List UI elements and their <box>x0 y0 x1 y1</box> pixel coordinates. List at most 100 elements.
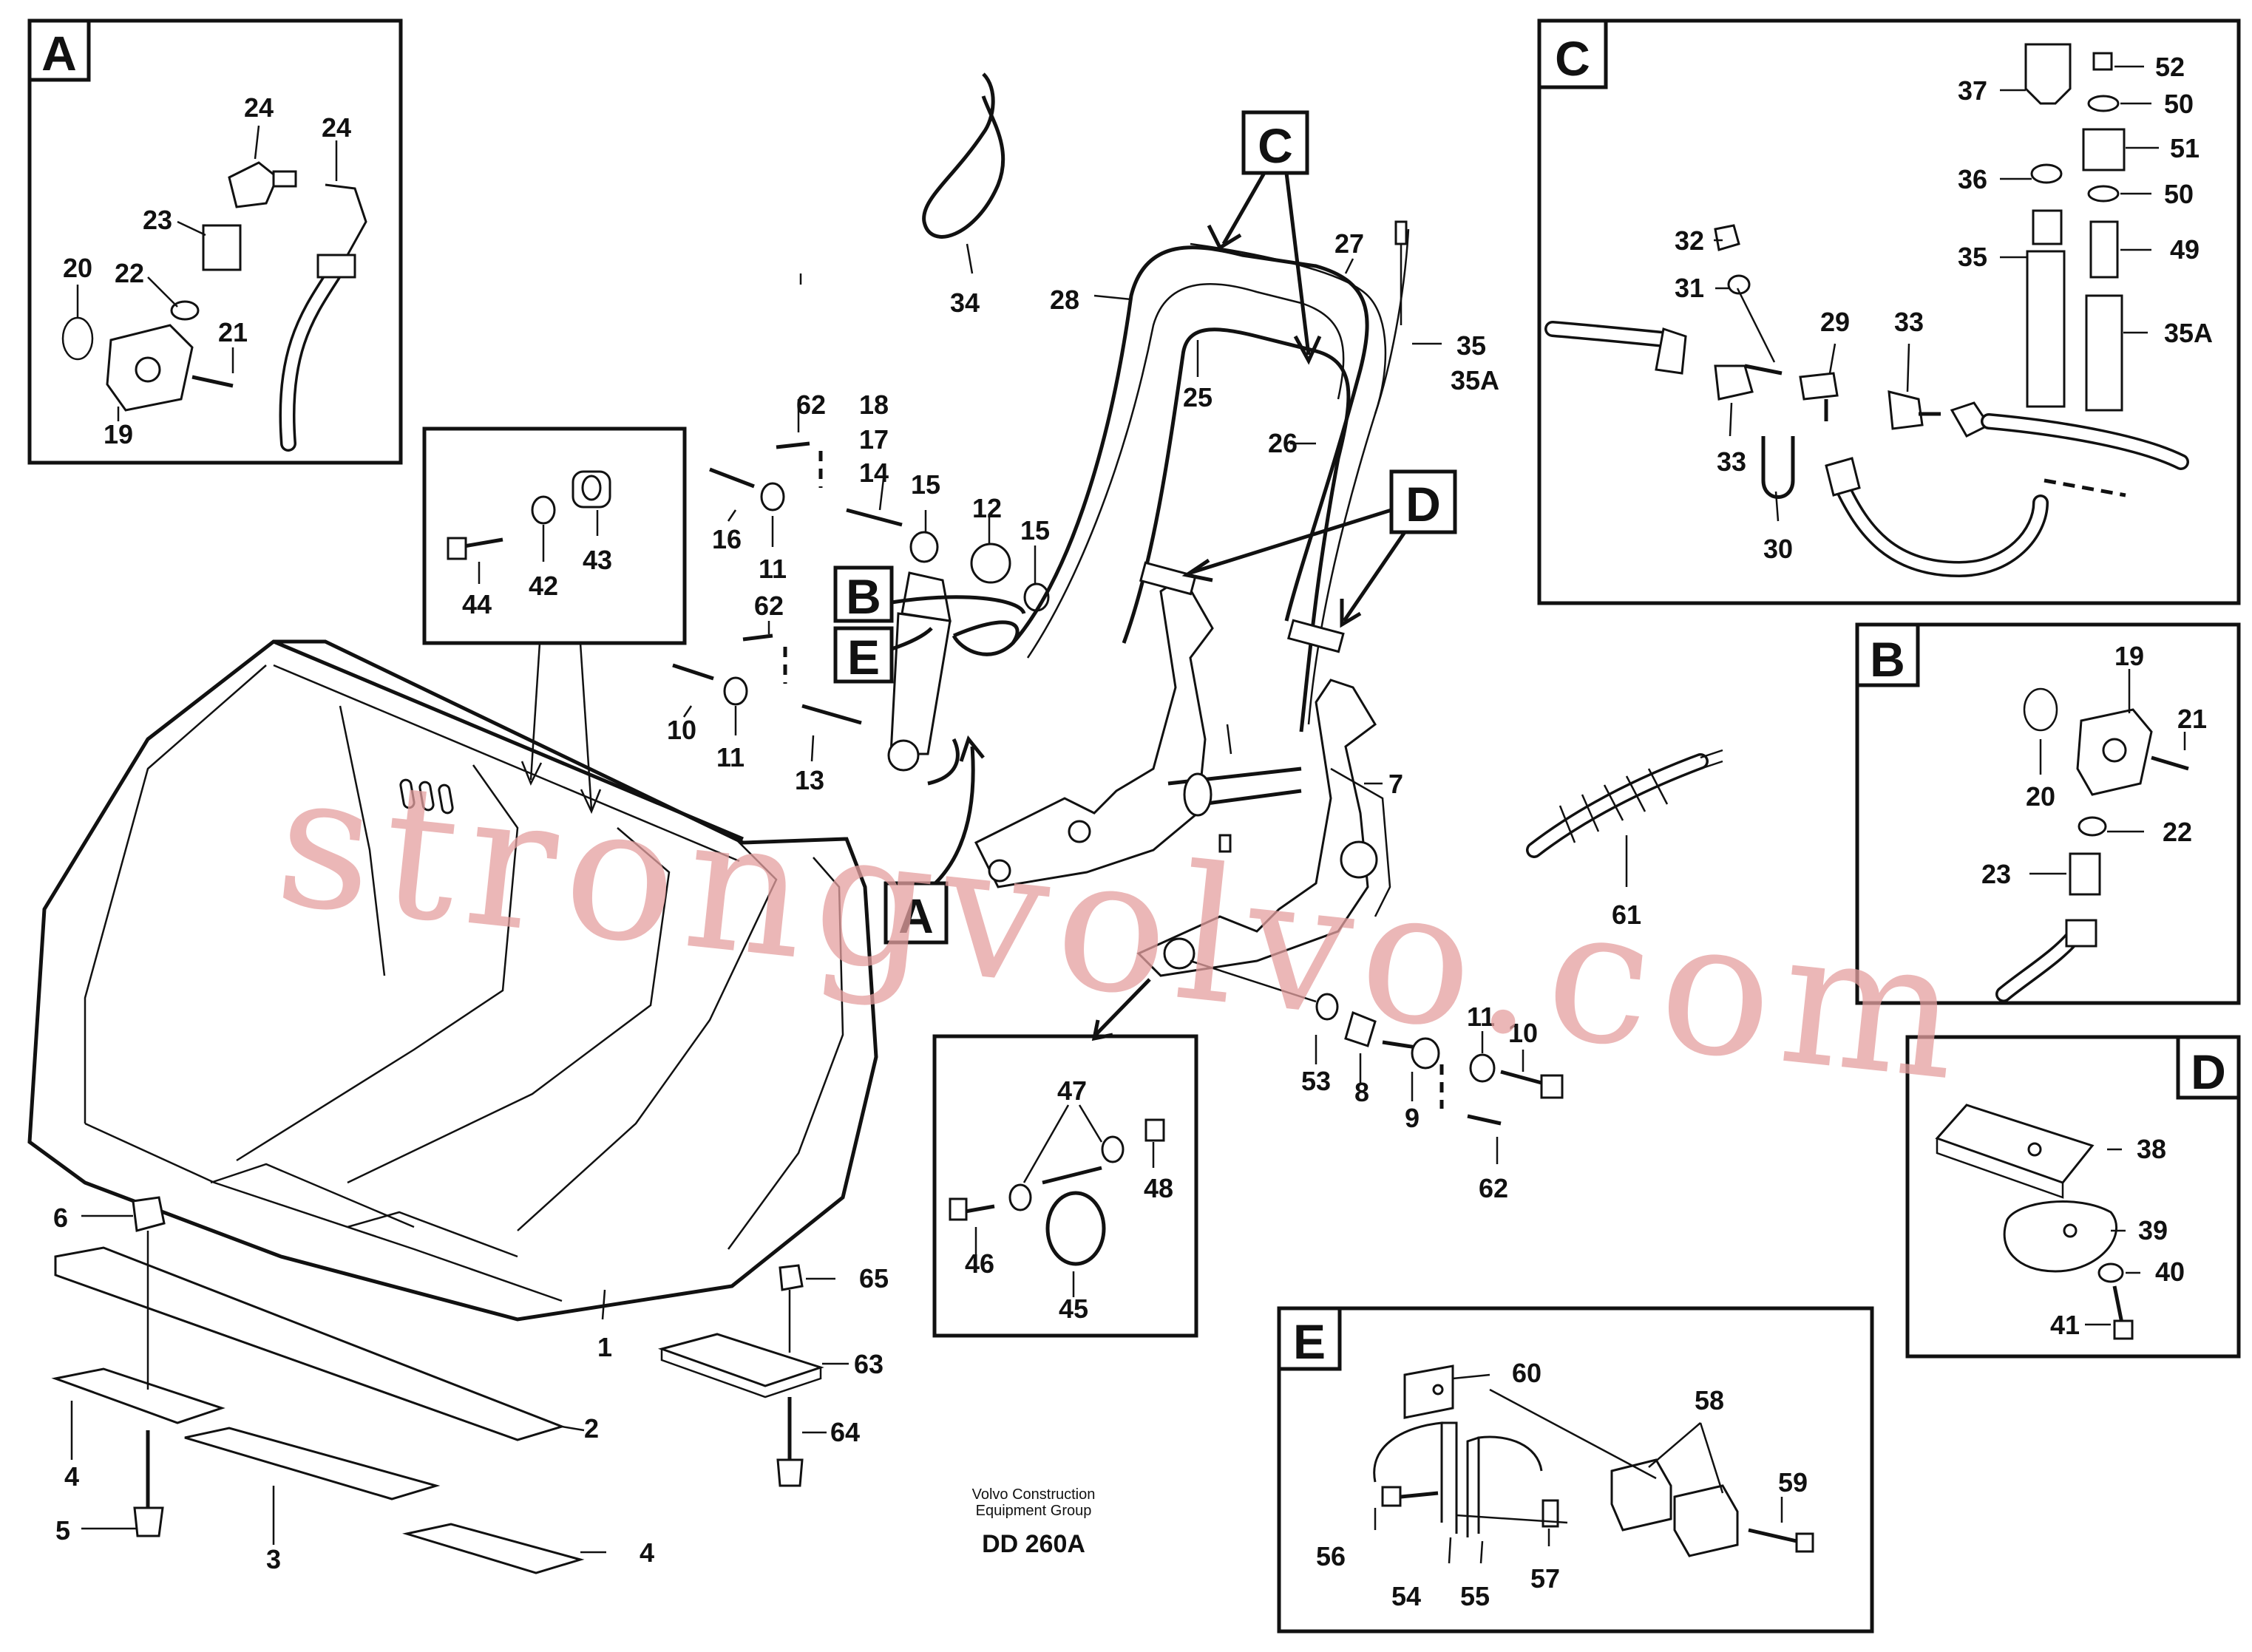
detail-box-b-letter: B <box>1870 632 1905 687</box>
detail-box-c-letter: C <box>1555 31 1590 86</box>
part-number-44: 44 <box>462 589 492 619</box>
part-number-33: 33 <box>1894 307 1924 337</box>
bolt-icon <box>1467 1114 1502 1126</box>
part-number-29: 29 <box>1820 307 1850 337</box>
part-number-42: 42 <box>529 571 558 601</box>
washer-icon <box>1469 1053 1496 1083</box>
clamp-half-icon <box>1373 1421 1458 1534</box>
cable-tie: 34 <box>922 72 1005 318</box>
part-number-47: 47 <box>1057 1075 1087 1106</box>
part-number-35a: 35A <box>2164 318 2213 348</box>
part-number-33: 33 <box>1717 446 1746 477</box>
washer-icon <box>170 300 200 321</box>
part-number-3: 3 <box>266 1544 281 1574</box>
cutting-edge-parts: 6 2 4 5 3 4 <box>51 1196 654 1574</box>
part-number-51: 51 <box>2170 133 2200 163</box>
hose-28-icon <box>1011 245 1369 645</box>
part-number-45: 45 <box>1059 1294 1088 1324</box>
detail-box-d-letter: D <box>2191 1044 2226 1099</box>
part-number-48: 48 <box>1144 1173 1173 1203</box>
part-number-36: 36 <box>1958 164 1987 194</box>
washer-icon <box>1315 993 1339 1021</box>
detail-box-d: D 38 39 40 41 <box>1905 1035 2241 1359</box>
washer-icon <box>2097 1262 2124 1283</box>
part-number-35a: 35A <box>1451 365 1499 395</box>
part-number-15: 15 <box>911 469 940 500</box>
cutting-edge-icon <box>54 1246 566 1441</box>
detail-box-a-letter: A <box>41 26 77 81</box>
pad-icon <box>1286 619 1345 653</box>
part-number-64: 64 <box>830 1417 860 1447</box>
clamp-half-icon <box>1466 1435 1543 1537</box>
detail-box-e: E 60 58 59 56 54 55 57 <box>1277 1306 1874 1634</box>
part-number-35: 35 <box>1456 330 1486 361</box>
edge-segment-icon <box>402 1523 585 1574</box>
part-number-38: 38 <box>2137 1134 2166 1164</box>
detail-box-b: B 19 21 20 22 23 <box>1855 622 2241 1005</box>
part-number-41: 41 <box>2050 1310 2080 1340</box>
part-number-54: 54 <box>1391 1581 1421 1611</box>
part-number-11: 11 <box>759 554 787 584</box>
coupler-plate-right-icon <box>1136 679 1377 977</box>
part-number-58: 58 <box>1695 1385 1724 1415</box>
bolt-icon <box>709 467 755 489</box>
sleeve-icon <box>2082 128 2126 171</box>
drawing-code: DD 260A <box>982 1530 1085 1558</box>
part-number-60: 60 <box>1512 1358 1542 1388</box>
part-number-50: 50 <box>2164 89 2194 119</box>
part-number-55: 55 <box>1460 1581 1490 1611</box>
elbow-adapter-icon <box>228 161 279 208</box>
part-number-37: 37 <box>1958 75 1987 106</box>
part-number-4: 4 <box>640 1537 654 1568</box>
detail-box-clamp: 47 46 45 48 <box>932 978 1198 1338</box>
plug-icon <box>2092 52 2113 71</box>
coupling-icon <box>2024 43 2072 105</box>
washer-icon <box>531 495 556 525</box>
part-number-21: 21 <box>218 317 248 347</box>
part-number-63: 63 <box>854 1349 883 1379</box>
wear-plate-parts: 65 63 64 <box>657 1263 889 1487</box>
bushing-icon <box>970 543 1011 584</box>
part-number-22: 22 <box>115 258 144 288</box>
part-number-21: 21 <box>2177 704 2207 734</box>
cylinder-assembly: 62 18 17 14 15 12 15 16 11 62 10 11 13 <box>667 273 1050 795</box>
part-number-23: 23 <box>1981 859 2011 889</box>
part-number-10: 10 <box>667 715 696 745</box>
ref-label-c: C <box>1258 118 1293 173</box>
hose-25-icon <box>1122 327 1351 732</box>
nipple-icon <box>2089 220 2119 279</box>
ref-label-e: E <box>847 630 880 684</box>
part-number-53: 53 <box>1301 1066 1331 1096</box>
part-number-62: 62 <box>796 390 826 420</box>
part-number-15: 15 <box>1020 515 1050 545</box>
screw-icon <box>2151 755 2189 771</box>
adapter-icon <box>1888 390 1924 430</box>
slot-icon <box>418 781 435 812</box>
washer-icon <box>1008 1183 1032 1211</box>
part-number-7: 7 <box>1388 769 1403 799</box>
part-number-14: 14 <box>859 458 889 488</box>
clamp-ring-icon <box>1045 1191 1106 1266</box>
part-number-35: 35 <box>1958 242 1987 272</box>
part-number-49: 49 <box>2170 234 2200 265</box>
bolt-icon <box>742 633 773 642</box>
part-number-27: 27 <box>1334 228 1364 259</box>
wear-plate-icon <box>657 1333 824 1387</box>
cable-tie-icon <box>922 72 1005 239</box>
washer-icon <box>2087 95 2120 112</box>
detail-box-a: A 24 24 23 22 20 21 19 <box>27 18 403 465</box>
screw-icon <box>1748 1528 1797 1543</box>
part-number-43: 43 <box>583 545 612 575</box>
edge-segment-icon <box>184 1427 441 1500</box>
ref-label-d: D <box>1405 477 1441 531</box>
main-reference-labels-cd: C D <box>1181 110 1457 628</box>
tee-fitting-icon <box>1799 372 1839 401</box>
detail-box-pads: 44 42 43 <box>422 426 687 815</box>
washer-icon <box>1101 1135 1125 1163</box>
part-number-1: 1 <box>597 1332 612 1362</box>
washer-icon <box>2087 185 2120 203</box>
bracket-plate-icon <box>1403 1364 1454 1419</box>
part-number-20: 20 <box>63 253 92 283</box>
part-number-22: 22 <box>2163 817 2192 847</box>
document-caption: Volvo Construction Equipment Group DD 26… <box>972 1486 1096 1558</box>
